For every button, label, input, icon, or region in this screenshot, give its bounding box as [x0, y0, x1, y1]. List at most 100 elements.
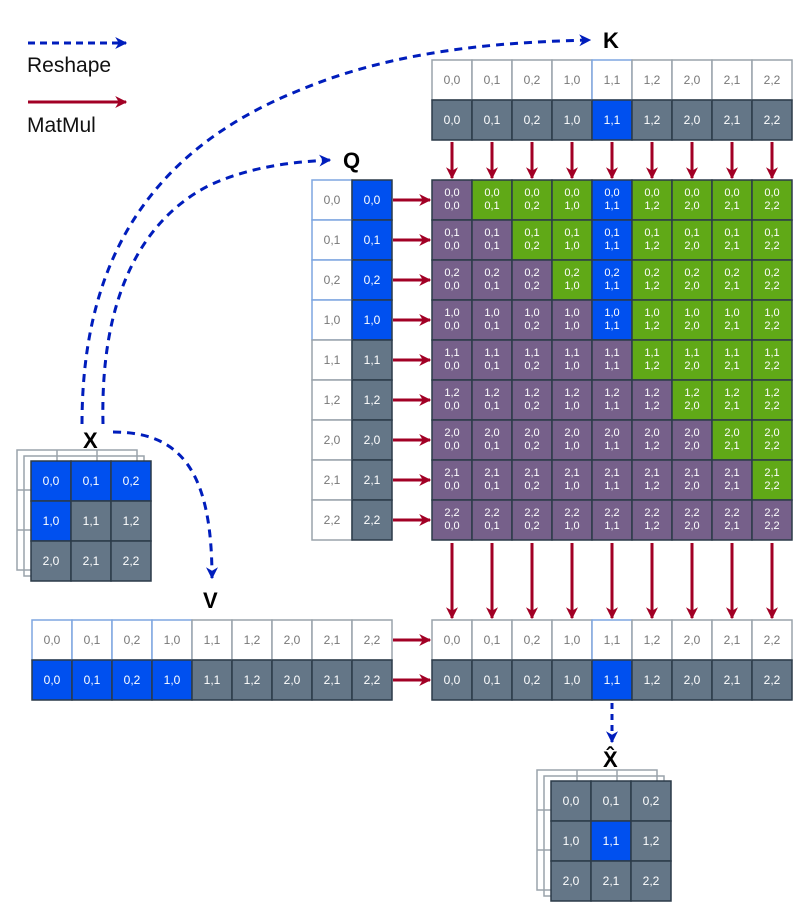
- cell-label: 0,2: [524, 200, 539, 212]
- attention-cell: 2,01,0: [551, 419, 593, 461]
- v-filled-cell: 2,0: [271, 659, 313, 701]
- cell-label: 1,2: [764, 387, 779, 399]
- cell-label: 1,2: [644, 440, 659, 452]
- cell-label: 1,0: [564, 240, 579, 252]
- cell-label: 0,0: [324, 193, 341, 207]
- v-outline-cell: 2,1: [311, 619, 353, 661]
- cell-label: 2,0: [284, 673, 301, 687]
- cell-label: 2,2: [564, 507, 579, 519]
- attention-cell: 2,12,2: [751, 459, 793, 501]
- cell-label: 0,2: [524, 280, 539, 292]
- attention-cell: 1,00,0: [431, 299, 473, 341]
- reshape-arrow-x-to-v: [112, 430, 218, 580]
- q-outline-cell: 0,1: [311, 219, 353, 261]
- cell-label: 1,1: [564, 347, 579, 359]
- cell-label: 2,2: [764, 280, 779, 292]
- cell-label: 0,2: [484, 267, 499, 279]
- k-outline-cell: 1,1: [591, 59, 633, 101]
- cell-label: 1,0: [724, 307, 739, 319]
- cell-label: 1,2: [644, 480, 659, 492]
- q-filled-cell: 2,2: [351, 499, 393, 541]
- attention-cell: 2,02,1: [711, 419, 753, 461]
- xhat-cell: 0,1: [590, 780, 632, 822]
- cell-label: 2,2: [364, 513, 381, 527]
- cell-label: 1,2: [644, 400, 659, 412]
- cell-label: 0,0: [44, 633, 61, 647]
- k-filled-cell: 0,1: [471, 99, 513, 141]
- cell-label: 0,2: [524, 480, 539, 492]
- attention-cell: 2,22,1: [711, 499, 753, 541]
- q-outline-cell: 0,2: [311, 259, 353, 301]
- cell-label: 2,0: [684, 427, 699, 439]
- cell-label: 0,1: [724, 227, 739, 239]
- cell-label: 1,1: [83, 514, 100, 528]
- output-outline-cell: 2,0: [671, 619, 713, 661]
- cell-label: 0,2: [524, 440, 539, 452]
- cell-label: 1,2: [644, 387, 659, 399]
- cell-label: 0,2: [124, 633, 141, 647]
- cell-label: 2,1: [724, 440, 739, 452]
- attention-cell: 2,00,2: [511, 419, 553, 461]
- cell-label: 2,2: [764, 320, 779, 332]
- xhat-cell: 1,2: [630, 820, 672, 862]
- attention-cell: 2,02,2: [751, 419, 793, 461]
- cell-label: 2,0: [684, 200, 699, 212]
- output-filled-cell: 1,2: [631, 659, 673, 701]
- output-outline-cell: 0,0: [431, 619, 473, 661]
- v-outline-cell: 2,0: [271, 619, 313, 661]
- cell-label: 2,1: [564, 467, 579, 479]
- cell-label: 2,0: [684, 280, 699, 292]
- cell-label: 0,1: [444, 227, 459, 239]
- cell-label: 1,2: [724, 387, 739, 399]
- cell-label: 1,1: [684, 347, 699, 359]
- cell-label: 2,0: [563, 874, 580, 888]
- cell-label: 1,0: [564, 633, 581, 647]
- attention-cell: 1,22,1: [711, 379, 753, 421]
- v-outline-cell: 2,2: [351, 619, 393, 661]
- cell-label: 2,2: [764, 240, 779, 252]
- k-outline-cell: 1,0: [551, 59, 593, 101]
- legend-matmul-label: MatMul: [27, 114, 96, 137]
- cell-label: 2,0: [324, 433, 341, 447]
- cell-label: 2,1: [724, 673, 741, 687]
- cell-label: 1,2: [644, 320, 659, 332]
- cell-label: 0,2: [764, 267, 779, 279]
- cell-label: 0,1: [324, 233, 341, 247]
- label-v: V: [203, 588, 218, 613]
- q-filled-cell: 1,0: [351, 299, 393, 341]
- v-outline-cell: 1,0: [151, 619, 193, 661]
- cell-label: 0,1: [604, 227, 619, 239]
- k-filled-cell: 2,2: [751, 99, 793, 141]
- cell-label: 2,2: [643, 874, 660, 888]
- cell-label: 2,2: [764, 400, 779, 412]
- cell-label: 0,1: [484, 200, 499, 212]
- cell-label: 0,1: [603, 794, 620, 808]
- cell-label: 0,2: [604, 267, 619, 279]
- q-outline-cell: 1,1: [311, 339, 353, 381]
- attention-cell: 1,11,1: [591, 339, 633, 381]
- reshape-arrows: [80, 34, 618, 744]
- attention-cell: 1,21,2: [631, 379, 673, 421]
- cell-label: 1,1: [604, 440, 619, 452]
- attention-cell: 0,22,2: [751, 259, 793, 301]
- output-outline-cell: 0,1: [471, 619, 513, 661]
- cell-label: 2,2: [764, 113, 781, 127]
- cell-label: 2,1: [83, 554, 100, 568]
- cell-label: 0,0: [444, 73, 461, 87]
- cell-label: 1,1: [604, 200, 619, 212]
- cell-label: 2,0: [484, 427, 499, 439]
- cell-label: 2,2: [684, 507, 699, 519]
- v-outline-cell: 1,1: [191, 619, 233, 661]
- cell-label: 1,1: [764, 347, 779, 359]
- attention-cell: 0,10,1: [471, 219, 513, 261]
- cell-label: 0,0: [444, 400, 459, 412]
- reshape-arrow-x-to-q: [101, 154, 332, 425]
- cell-label: 1,2: [644, 520, 659, 532]
- attention-cell: 2,12,1: [711, 459, 753, 501]
- attention-cell: 1,22,0: [671, 379, 713, 421]
- cell-label: 0,1: [684, 227, 699, 239]
- cell-label: 1,2: [244, 673, 261, 687]
- cell-label: 2,2: [764, 507, 779, 519]
- cell-label: 1,2: [644, 280, 659, 292]
- attention-cell: 2,00,0: [431, 419, 473, 461]
